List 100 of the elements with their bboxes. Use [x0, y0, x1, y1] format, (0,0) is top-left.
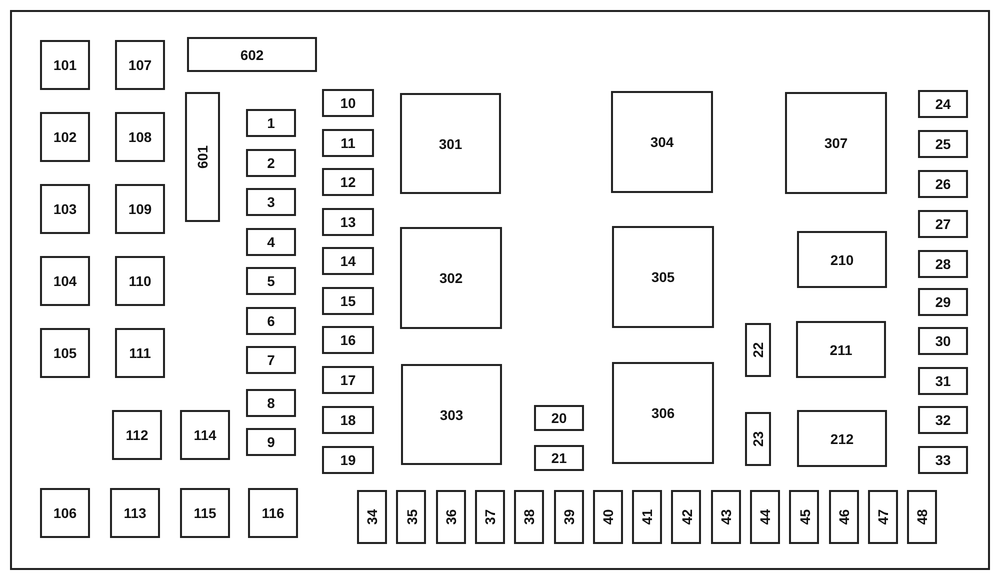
slot-number: 5: [267, 274, 275, 288]
slot-number: 108: [128, 130, 152, 144]
fuse-slot: [40, 184, 90, 234]
fuse-slot: [246, 267, 296, 295]
slot-number: 31: [935, 374, 951, 388]
fuse-slot: [322, 366, 374, 394]
slot-number: 20: [551, 411, 567, 425]
slot-number: 34: [365, 509, 379, 525]
fuse-slot: [868, 490, 898, 544]
slot-number: 13: [340, 215, 356, 229]
fuse-slot: [322, 287, 374, 315]
fuse-slot: [322, 446, 374, 474]
relay-slot: [611, 91, 713, 193]
fuse-slot: [918, 130, 968, 158]
fuse-slot: [750, 490, 780, 544]
fuse-slot: [710, 490, 741, 544]
fuse-slot: [745, 412, 771, 466]
slot-number: 101: [53, 58, 77, 72]
fuse-slot: [322, 247, 374, 275]
fuse-slot: [322, 326, 374, 354]
fuse-slot: [907, 490, 938, 544]
relay-slot: [400, 93, 501, 194]
slot-number: 2: [267, 156, 275, 170]
fuse-slot: [514, 490, 544, 544]
slot-number: 601: [196, 145, 210, 169]
fuse-slot: [246, 346, 296, 374]
slot-number: 21: [551, 451, 567, 465]
fuse-slot: [246, 149, 296, 177]
fuse-slot: [180, 488, 230, 538]
fuse-slot: [115, 256, 165, 306]
fuse-slot: [115, 40, 165, 90]
slot-number: 303: [440, 408, 464, 422]
relay-slot: [401, 364, 502, 465]
slot-number: 19: [340, 453, 356, 467]
slot-number: 25: [935, 137, 951, 151]
slot-number: 10: [340, 96, 356, 110]
fuse-slot: [474, 490, 505, 544]
slot-number: 36: [444, 509, 458, 525]
slot-number: 6: [267, 314, 275, 328]
fuse-slot: [671, 490, 702, 544]
slot-number: 16: [340, 333, 356, 347]
slot-number: 602: [240, 48, 264, 62]
fuse-slot: [797, 231, 887, 288]
fuse-slot: [246, 389, 296, 417]
slot-number: 38: [522, 509, 536, 525]
fuse-slot: [246, 188, 296, 216]
slot-number: 116: [262, 506, 284, 520]
fuse-slot: [918, 288, 968, 316]
fuse-slot: [436, 490, 466, 544]
slot-number: 29: [935, 295, 951, 309]
slot-number: 114: [194, 428, 216, 442]
fuse-slot: [796, 321, 886, 378]
slot-number: 24: [935, 97, 951, 111]
slot-number: 102: [53, 130, 77, 144]
slot-number: 12: [340, 175, 356, 189]
slot-number: 211: [830, 342, 852, 356]
slot-number: 103: [53, 202, 77, 216]
slot-number: 107: [128, 58, 152, 72]
fuse-slot: [246, 428, 296, 456]
slot-number: 304: [650, 135, 674, 149]
slot-number: 42: [679, 509, 694, 525]
slot-number: 33: [935, 453, 951, 467]
fuse-slot: [918, 367, 968, 395]
slot-number: 15: [340, 294, 356, 308]
fuse-slot: [40, 112, 90, 162]
slot-number: 212: [830, 432, 854, 446]
fuse-slot: [322, 406, 374, 434]
slot-number: 32: [935, 413, 951, 427]
slot-number: 44: [758, 509, 772, 525]
fuse-slot: [789, 490, 820, 544]
fuse-slot: [918, 446, 968, 474]
slot-number: 22: [751, 342, 765, 358]
slot-number: 17: [340, 373, 356, 387]
fuse-slot: [40, 488, 90, 538]
slot-number: 210: [830, 252, 854, 266]
fuse-slot: [322, 129, 374, 157]
fuse-slot: [322, 89, 374, 117]
slot-number: 45: [797, 509, 812, 525]
fuse-slot: [110, 488, 160, 538]
fuse-slot: [797, 410, 887, 467]
slot-number: 30: [935, 334, 951, 348]
slot-number: 9: [267, 435, 275, 449]
fuse-slot: [115, 184, 165, 234]
relay-slot: [400, 227, 502, 329]
relay-slot: [612, 226, 714, 328]
fuse-slot: [115, 328, 165, 378]
slot-number: 47: [876, 509, 890, 525]
slot-number: 28: [935, 257, 951, 271]
slot-number: 106: [53, 506, 77, 520]
fuse-slot: [918, 327, 968, 355]
slot-number: 306: [651, 406, 675, 420]
fuse-slot: [246, 307, 296, 335]
fuse-slot: [918, 250, 968, 278]
slot-number: 40: [600, 509, 615, 525]
slot-number: 26: [935, 177, 951, 191]
slot-number: 41: [640, 509, 654, 525]
slot-number: 43: [718, 509, 733, 525]
fuse-slot: [40, 328, 90, 378]
fuse-slot: [745, 323, 771, 377]
slot-number: 35: [404, 509, 418, 525]
